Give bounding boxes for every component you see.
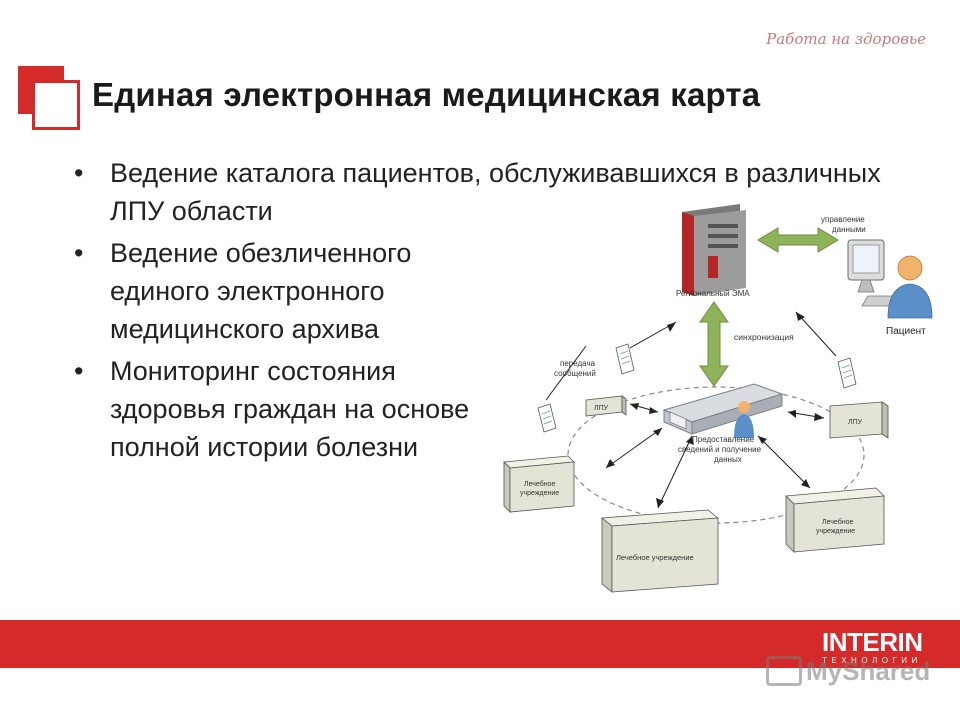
bullet-item: • Ведение обезличенного единого электрон… <box>72 234 910 348</box>
server-icon <box>682 204 746 296</box>
bullet-list: • Ведение каталога пациентов, обслуживав… <box>72 154 910 470</box>
msg-label: сообщений <box>554 369 596 378</box>
page-title: Единая электронная медицинская карта <box>92 76 761 113</box>
msg-label: передача <box>560 359 596 368</box>
usb-drive-icon <box>662 383 784 438</box>
lpu-left-label: ЛПУ <box>594 405 609 412</box>
document-icon <box>615 343 635 375</box>
data-mgmt-label: управление <box>821 215 865 224</box>
sync-label: синхронизация <box>734 332 794 342</box>
bullet-dot: • <box>74 238 84 268</box>
brand-subtitle: ТЕХНОЛОГИИ <box>822 656 922 665</box>
institution-bottom-label: Лечебное учреждение <box>616 553 694 562</box>
institution-bottom-box <box>600 509 720 593</box>
bullet-text: Ведение каталога пациентов, обслуживавши… <box>110 158 881 226</box>
computer-icon <box>847 239 901 307</box>
server-label: Региональный ЭМА <box>676 289 750 298</box>
institution-left-box <box>503 455 575 513</box>
bullet-item: • Ведение каталога пациентов, обслуживав… <box>72 154 910 230</box>
logo-square-front <box>32 80 80 130</box>
bullet-dot: • <box>74 158 84 188</box>
watermark-text: MyShared <box>806 656 931 686</box>
bullet-dot: • <box>74 356 84 386</box>
slogan: Работа на здоровье <box>766 30 926 48</box>
bullet-item: • Мониторинг состояния здоровья граждан … <box>72 352 910 466</box>
provide-label: данных <box>714 455 742 464</box>
ema-diagram: Региональный ЭМА управление данными Паци… <box>503 204 933 593</box>
institution-right-label: Лечебное <box>822 518 853 526</box>
provide-label: Предоставление <box>692 435 755 444</box>
sync-arrow <box>699 301 729 387</box>
lpu-right-label: ЛПУ <box>848 419 863 426</box>
user-icon <box>887 255 933 319</box>
arrow-heads <box>606 312 824 508</box>
bullet-text: Ведение обезличенного единого электронно… <box>110 238 412 344</box>
document-icon <box>837 357 857 389</box>
data-mgmt-label: данными <box>832 225 866 234</box>
data-mgmt-arrow <box>757 227 839 253</box>
institution-right-box <box>785 487 885 553</box>
patient-label: Пациент <box>886 326 926 337</box>
watermark: MyShared <box>766 656 930 688</box>
lpu-right-box <box>829 401 889 439</box>
brand-logo: INTERIN ТЕХНОЛОГИИ <box>822 628 923 666</box>
institution-left-label: учреждение <box>520 490 559 497</box>
presentation-icon <box>766 656 802 687</box>
provide-label: сведений и получение <box>678 445 762 454</box>
institution-left-label: Лечебное <box>524 480 555 488</box>
institution-right-label: учреждение <box>816 528 855 535</box>
logo-mark <box>18 66 80 130</box>
bullet-text: Мониторинг состояния здоровья граждан на… <box>110 356 470 462</box>
brand-name: INTERIN <box>822 627 923 657</box>
lpu-left-box <box>585 395 627 417</box>
document-icon <box>537 403 557 433</box>
